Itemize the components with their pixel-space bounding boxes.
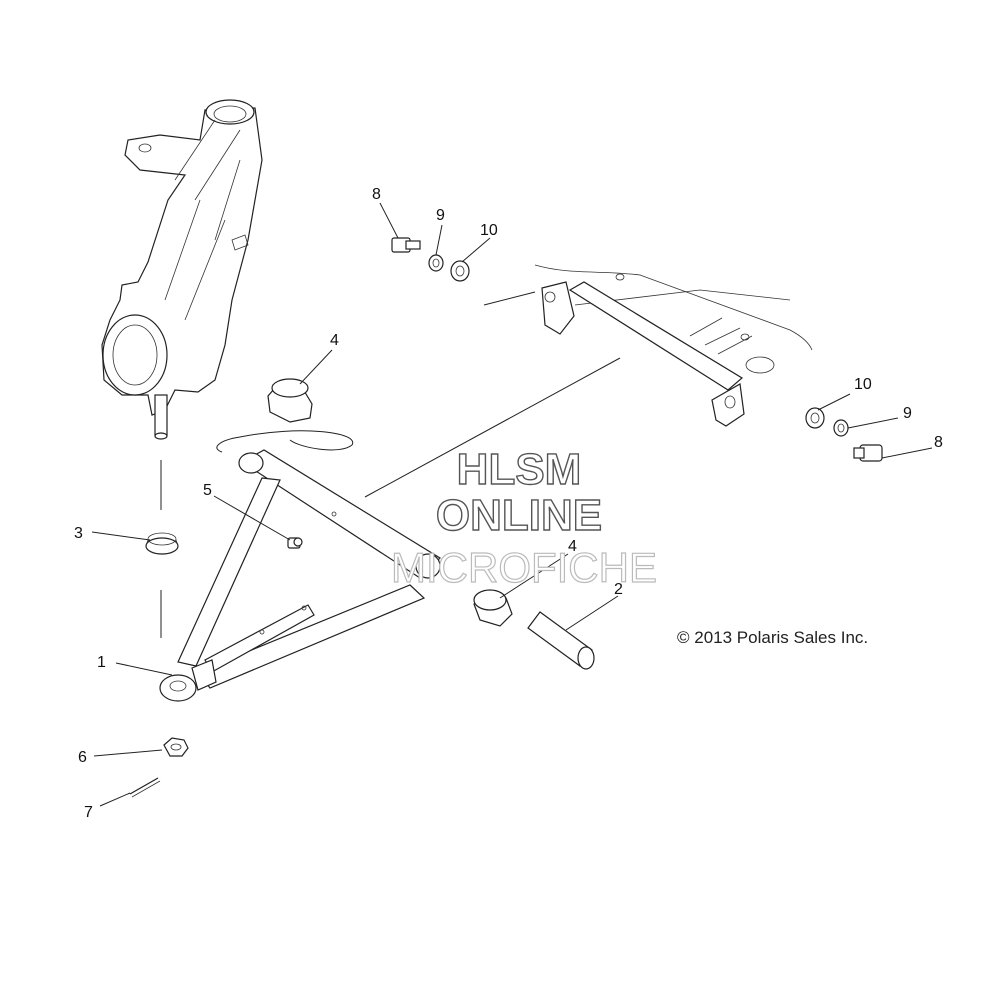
watermark-line-2: ONLINE xyxy=(436,491,602,540)
callout-10-right: 10 xyxy=(854,376,872,393)
watermark: HLSM ONLINE MICROFICHE xyxy=(390,444,657,591)
bushing-upper xyxy=(267,378,313,423)
callout-7: 7 xyxy=(84,804,93,821)
callout-9-upper: 9 xyxy=(436,207,445,224)
callout-10-upper: 10 xyxy=(480,222,498,239)
hardware-upper xyxy=(391,237,470,282)
watermark-line-3: MICROFICHE xyxy=(391,544,657,591)
pivot-sleeve xyxy=(527,611,595,670)
callout-4-upper: 4 xyxy=(330,332,339,349)
callout-8-upper: 8 xyxy=(372,186,381,203)
frame-cross-member xyxy=(483,264,813,427)
callout-4-lower: 4 xyxy=(568,538,577,555)
callout-8-right: 8 xyxy=(934,434,943,451)
hardware-right xyxy=(805,407,883,462)
copyright-notice: © 2013 Polaris Sales Inc. xyxy=(677,628,868,647)
cotter-pin xyxy=(129,777,161,798)
callout-leaders xyxy=(91,202,933,807)
bushing-lower xyxy=(473,589,513,627)
dust-seal xyxy=(145,532,179,555)
watermark-line-1: HLSM xyxy=(457,445,582,494)
callout-6: 6 xyxy=(78,749,87,766)
callout-2: 2 xyxy=(614,581,623,598)
callout-5: 5 xyxy=(203,482,212,499)
steering-knuckle xyxy=(101,99,263,440)
callout-labels: 1 2 3 4 4 5 6 7 8 9 10 10 9 8 xyxy=(74,186,943,821)
grease-fitting xyxy=(287,537,303,549)
callout-1: 1 xyxy=(97,654,106,671)
callout-3: 3 xyxy=(74,525,83,542)
callout-9-right: 9 xyxy=(903,405,912,422)
castle-nut xyxy=(163,737,189,757)
pivot-axis-lines xyxy=(216,357,621,498)
a-arm xyxy=(159,449,441,702)
